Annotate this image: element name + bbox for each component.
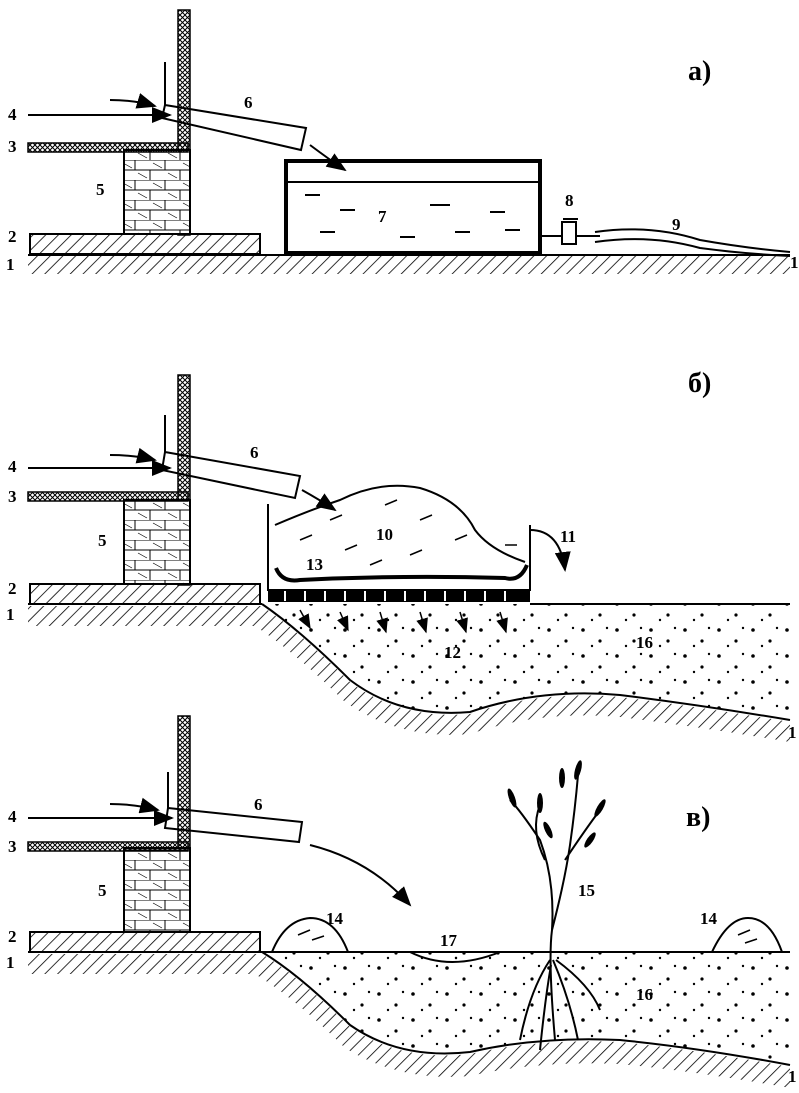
brick-column [123, 847, 191, 933]
brick-column [123, 499, 191, 585]
label-2: 2 [8, 927, 17, 946]
flow-arrow [109, 447, 157, 464]
label-6: 6 [250, 443, 259, 462]
roof-slab [27, 142, 189, 153]
water-ripples [305, 194, 520, 238]
roof-slab [27, 841, 189, 852]
label-15: 15 [578, 881, 595, 900]
label-3: 3 [8, 137, 17, 156]
pour-arrow [309, 144, 347, 172]
soil-boundary [261, 603, 791, 721]
ground-hatch [28, 256, 790, 274]
panel-letter: б) [688, 368, 711, 399]
perforations [284, 591, 506, 601]
label-4: 4 [8, 807, 17, 826]
liner [274, 564, 529, 583]
label-5: 5 [96, 180, 105, 199]
label-17: 17 [440, 931, 458, 950]
mound-right [711, 916, 783, 953]
ground-hatch [28, 606, 790, 742]
hose [594, 228, 791, 257]
panel-letter: в) [686, 802, 710, 833]
brick-column [123, 149, 191, 235]
tap [561, 221, 577, 245]
label-1: 1 [6, 255, 15, 274]
label-14-left: 14 [326, 909, 344, 928]
label-6: 6 [254, 795, 263, 814]
label-9: 9 [672, 215, 681, 234]
label-4: 4 [8, 105, 17, 124]
flow-arrow [109, 93, 157, 109]
mound-left [271, 916, 349, 953]
panel-letter: а) [688, 56, 711, 87]
label-8: 8 [565, 191, 574, 210]
label-6: 6 [244, 93, 253, 112]
label-14-right: 14 [700, 909, 718, 928]
depression [409, 951, 501, 963]
panel-b: б) 1 1 2 3 4 5 6 10 11 12 13 16 [6, 368, 797, 742]
label-16: 16 [636, 633, 653, 652]
compost-texture [299, 499, 517, 566]
label-7: 7 [378, 207, 387, 226]
label-3: 3 [8, 837, 17, 856]
label-5: 5 [98, 531, 107, 550]
label-2: 2 [8, 227, 17, 246]
label-4: 4 [8, 457, 17, 476]
label-3: 3 [8, 487, 17, 506]
label-12: 12 [444, 643, 461, 662]
label-13: 13 [306, 555, 323, 574]
soil-boundary [261, 951, 791, 1066]
perforated-bottom [268, 590, 530, 602]
label-11: 11 [560, 527, 576, 546]
roof-slab [27, 491, 189, 502]
panel-c: в) 1 1 2 3 4 5 6 14 14 15 16 17 [6, 715, 797, 1088]
water-tank [284, 159, 542, 255]
soil-fill [262, 604, 790, 720]
foundation-slab [29, 233, 261, 255]
label-10: 10 [376, 525, 393, 544]
label-2: 2 [8, 579, 17, 598]
foundation-slab [29, 931, 261, 953]
mound-texture [297, 929, 758, 944]
overflow-arrow [529, 529, 571, 572]
label-1-right: 1 [788, 723, 797, 742]
soil-fill [262, 952, 790, 1065]
label-1-right: 1 [790, 253, 799, 272]
compost-heap [274, 484, 526, 563]
label-1-right: 1 [788, 1067, 797, 1086]
label-1: 1 [6, 605, 15, 624]
panel-a: а) 1 1 2 3 4 5 6 7 8 9 [6, 9, 799, 274]
pour-arrow [309, 844, 412, 907]
flow-arrow [109, 797, 160, 814]
tree-leaves [507, 760, 606, 848]
foundation-slab [29, 583, 261, 605]
pour-arrow [301, 489, 337, 512]
label-5: 5 [98, 881, 107, 900]
ground-hatch [28, 954, 790, 1088]
seepage-arrows [298, 609, 508, 634]
label-1: 1 [6, 953, 15, 972]
label-16: 16 [636, 985, 653, 1004]
